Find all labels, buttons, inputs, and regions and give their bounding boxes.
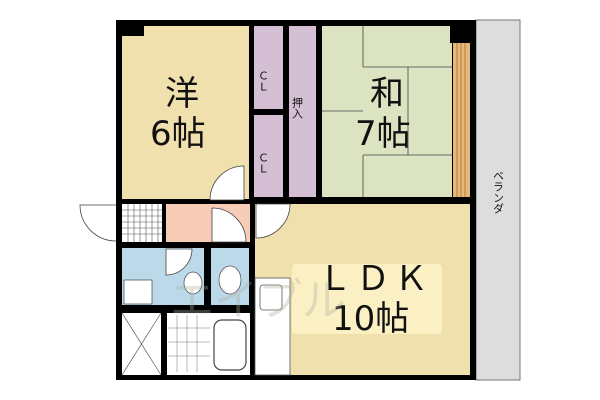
japanese-room-name: 和 [370, 74, 404, 114]
watermark: エイブル [170, 275, 346, 326]
japanese-room [322, 26, 452, 197]
oshiire-label: 押入 [291, 96, 304, 119]
wall-pillar [122, 26, 144, 36]
closet-top [254, 26, 283, 109]
japanese-room-size: 7帖 [355, 114, 411, 154]
washing-machine-icon [123, 279, 153, 305]
western-room-size: 6帖 [150, 114, 206, 154]
closet-top-label: ＣＬ [257, 70, 270, 92]
kitchen-counter [254, 277, 291, 376]
western-room-name: 洋 [165, 74, 199, 114]
tatami-lines [322, 26, 452, 197]
entrance-door[interactable] [79, 204, 117, 242]
ldk-size: 10帖 [332, 299, 409, 339]
entrance [122, 204, 162, 242]
balcony [475, 19, 521, 381]
tatami-edge [453, 43, 470, 197]
ldk-label-bg [292, 264, 442, 334]
toilet-icon [218, 265, 242, 295]
door[interactable] [209, 165, 245, 201]
ldk-name: ＬＤＫ [318, 259, 432, 299]
door[interactable] [211, 207, 247, 243]
entrance-tiles [122, 204, 162, 242]
sink-icon [259, 284, 283, 311]
door[interactable] [255, 203, 291, 239]
bathtub-icon [213, 319, 247, 371]
wall-pillar [450, 26, 474, 43]
oshiire [289, 26, 316, 197]
closet-bottom [254, 115, 283, 197]
balcony-label: ベランダ [492, 170, 505, 214]
door[interactable] [165, 248, 193, 276]
washbasin-icon [183, 271, 203, 295]
closet-bottom-label: ＣＬ [257, 152, 270, 174]
